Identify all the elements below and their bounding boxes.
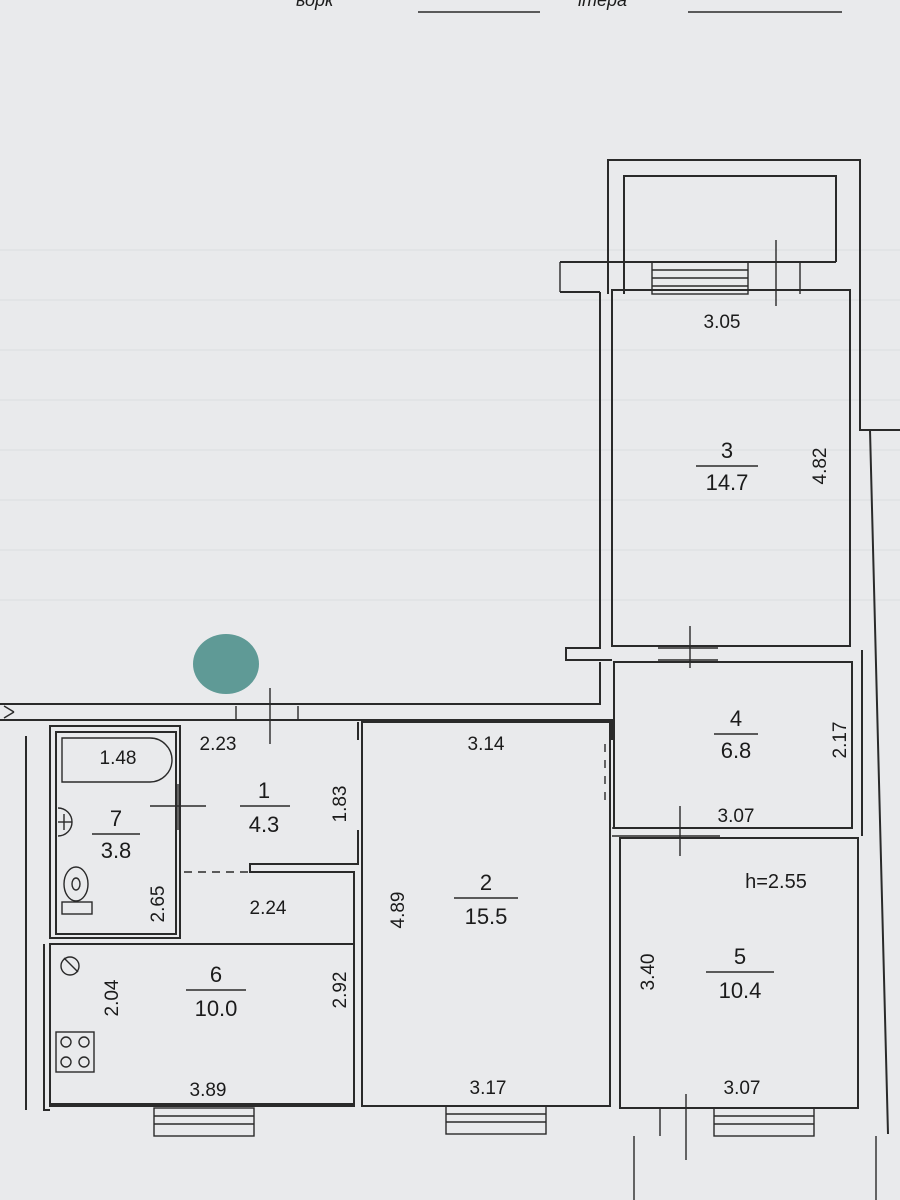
room-6-label: 6 10.0 [186, 962, 246, 1021]
dim-r6-side-right: 2.92 [330, 972, 351, 1009]
header-fragment-2: ітера [578, 0, 627, 10]
header-fragment-1: ворк [296, 0, 335, 10]
room-3-label: 3 14.7 [696, 438, 758, 495]
room-7-number: 7 [110, 806, 122, 831]
room-5-number: 5 [734, 944, 746, 969]
room-3-outline [611, 289, 851, 647]
dim-r2-bottom: 3.17 [470, 1078, 507, 1099]
dim-r1-bottom: 2.24 [250, 898, 287, 919]
balcony [559, 159, 900, 431]
room-4-label: 4 6.8 [714, 706, 758, 763]
dim-r1-top: 2.23 [200, 734, 237, 755]
dim-r3-top: 3.05 [704, 312, 741, 333]
room-7-label: 7 3.8 [92, 806, 140, 863]
dim-bath: 1.48 [100, 748, 137, 769]
dim-r5-side: 3.40 [638, 954, 659, 991]
room-7-area: 3.8 [101, 838, 132, 863]
dim-r5-bottom: 3.07 [724, 1078, 761, 1099]
room-2-label: 2 15.5 [454, 870, 518, 929]
ink-blot [193, 634, 259, 694]
room-3-number: 3 [721, 438, 733, 463]
room-4-area: 6.8 [721, 738, 752, 763]
room-1-label: 1 4.3 [240, 778, 290, 837]
room-4-outline [613, 661, 853, 829]
toilet-icon [61, 866, 93, 915]
room-5-window [713, 1107, 815, 1137]
room-1-number: 1 [258, 778, 270, 803]
room-6-area: 10.0 [195, 996, 238, 1021]
dim-r7-side: 2.65 [148, 886, 169, 923]
room-5-label: 5 10.4 [706, 944, 774, 1003]
sink-icon [57, 807, 73, 837]
dim-r4-side: 2.17 [830, 722, 851, 759]
stove-icon [55, 1031, 95, 1073]
room-1-area: 4.3 [249, 812, 280, 837]
gas-meter-icon [60, 956, 80, 976]
dim-r1-side: 1.83 [330, 786, 351, 823]
room-2-window [445, 1105, 547, 1135]
dim-r3-side: 4.82 [810, 448, 831, 485]
ceiling-height: h=2.55 [745, 871, 807, 893]
dim-r2-side: 4.89 [388, 892, 409, 929]
room-2-number: 2 [480, 870, 492, 895]
dim-r6-bottom: 3.89 [190, 1080, 227, 1101]
room-5-area: 10.4 [719, 978, 762, 1003]
room-4-number: 4 [730, 706, 742, 731]
corridor-top-wall [0, 662, 601, 705]
dim-r6-side-left: 2.04 [102, 979, 123, 1016]
bathtub [61, 737, 173, 783]
room-6-number: 6 [210, 962, 222, 987]
paper-lines [0, 249, 900, 601]
dim-r4-bottom: 3.07 [718, 806, 755, 827]
outer-right-wall [860, 429, 889, 1135]
room-2-area: 15.5 [465, 904, 508, 929]
dim-r2-top: 3.14 [468, 734, 505, 755]
room-3-area: 14.7 [706, 470, 749, 495]
room-6-window [153, 1107, 255, 1137]
